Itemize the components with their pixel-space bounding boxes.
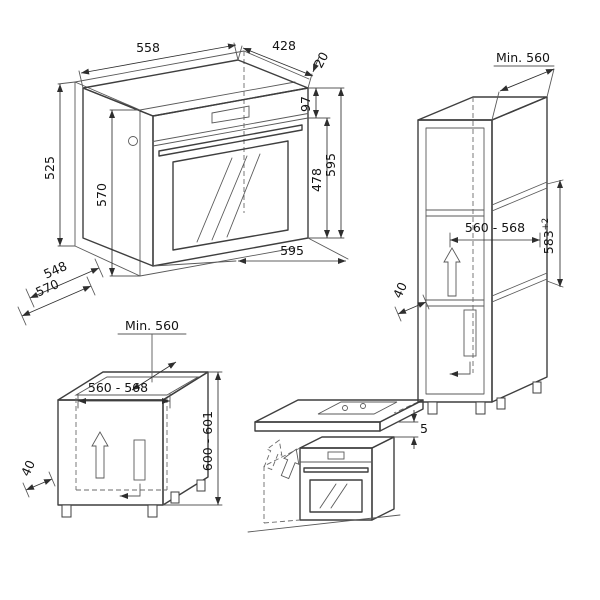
tall-cabinet-view: Min. 560 560 - 568 583+2 40 bbox=[390, 50, 564, 415]
worktop-clearance-view: 5 bbox=[247, 399, 428, 533]
airflow-bent-arrow bbox=[119, 483, 141, 499]
oven-top-face bbox=[82, 59, 309, 117]
base-cabinet-view: Min. 560 560 - 568 600 - 601 40 bbox=[18, 318, 223, 518]
cabinet-wireframe bbox=[74, 50, 310, 277]
glass-shine-lines bbox=[196, 153, 261, 243]
oven-top-face bbox=[299, 436, 395, 449]
cabinet-foot bbox=[532, 381, 542, 394]
dim-tall-40-line bbox=[397, 301, 427, 315]
dim-niche-height: 570 bbox=[94, 183, 109, 207]
top-cutout bbox=[74, 376, 200, 396]
dim-oven-width: 595 bbox=[280, 243, 304, 258]
dim-tall-plinth-offset: 40 bbox=[390, 280, 410, 301]
ext-428 bbox=[237, 45, 313, 89]
dim-base-min-depth: Min. 560 bbox=[125, 318, 179, 333]
airflow-up-arrow bbox=[91, 431, 109, 479]
dim-570b-line bbox=[21, 285, 92, 317]
display-window bbox=[327, 451, 345, 460]
dim-oven-top-depth: 428 bbox=[272, 38, 296, 53]
airflow-up-arrow bbox=[443, 247, 461, 297]
dim-min560-line bbox=[499, 68, 555, 92]
door-handle bbox=[158, 124, 303, 157]
cabinet-foot bbox=[475, 401, 486, 415]
oven-side-face bbox=[371, 436, 395, 521]
cabinet-foot bbox=[196, 479, 206, 492]
dim-base-depth-line bbox=[131, 361, 177, 391]
control-panel-line bbox=[152, 113, 309, 147]
ext-gap5 bbox=[393, 421, 419, 438]
cabinet-foot bbox=[170, 491, 180, 504]
dim-worktop-gap: 5 bbox=[420, 421, 428, 436]
dim-panel-height: 97 bbox=[298, 96, 313, 112]
ext-525 bbox=[57, 81, 76, 247]
dim-total-height: 595 bbox=[323, 153, 338, 177]
cabinet-foot bbox=[427, 401, 438, 415]
oven-left-face bbox=[82, 87, 154, 267]
worktop-end bbox=[379, 399, 424, 432]
shelf-side-edges bbox=[491, 181, 548, 303]
hidden-cabinet-edges bbox=[263, 447, 301, 524]
base-cabinet-front bbox=[57, 399, 164, 506]
ext-570s bbox=[109, 109, 141, 277]
airflow-up-arrow bbox=[280, 448, 300, 480]
dim-tall-niche-height: 583+2 bbox=[541, 218, 556, 254]
airflow-up-arrow bbox=[263, 439, 283, 471]
tall-cabinet-hidden-edges bbox=[393, 97, 474, 414]
dim-oven-top-width: 558 bbox=[136, 40, 160, 55]
dim-428-line bbox=[242, 47, 314, 77]
dim-20-leader bbox=[312, 56, 320, 73]
display-window bbox=[211, 105, 250, 124]
door-glass bbox=[172, 140, 289, 251]
ext-min560 bbox=[491, 68, 555, 121]
dim-base-niche-width: 560 - 568 bbox=[88, 380, 148, 395]
worktop-front bbox=[254, 421, 381, 432]
hob-burner bbox=[342, 405, 348, 411]
cabinet-foot bbox=[496, 397, 506, 410]
vent-duct bbox=[133, 439, 146, 481]
tall-cabinet-top bbox=[417, 96, 548, 121]
dim-base-plinth-offset: 40 bbox=[18, 458, 38, 479]
tall-cabinet-frame bbox=[425, 127, 485, 395]
vent-duct bbox=[463, 309, 477, 357]
outlet-circle bbox=[128, 136, 138, 146]
floor-line bbox=[247, 514, 401, 533]
dim-558-line bbox=[80, 43, 237, 75]
door-handle bbox=[303, 467, 369, 473]
tall-cabinet-front bbox=[417, 119, 493, 403]
dim-side-height: 525 bbox=[42, 156, 57, 180]
base-cabinet-side bbox=[162, 371, 209, 506]
shelf-front-edges bbox=[425, 209, 485, 307]
ext-595w bbox=[152, 237, 349, 267]
glass-shine-lines bbox=[319, 483, 348, 509]
hob-outline bbox=[317, 401, 398, 415]
airflow-bent-arrow bbox=[449, 361, 471, 377]
dim-door-height: 478 bbox=[309, 168, 324, 192]
dim-depth-outer: 570 bbox=[33, 276, 61, 299]
dim-base-niche-height: 600 - 601 bbox=[200, 411, 215, 471]
tall-cabinet-side bbox=[491, 96, 548, 403]
base-cabinet-hidden-edges bbox=[75, 398, 168, 491]
dim-front-overhang: 20 bbox=[311, 49, 332, 70]
dim-base-40-line bbox=[25, 478, 53, 491]
hob-burner bbox=[360, 403, 366, 409]
door-glass bbox=[309, 479, 363, 513]
dim-tall-niche-width: 560 - 568 bbox=[465, 220, 525, 235]
oven-dimensions-view: 558 428 20 97 478 595 595 525 570 548 57… bbox=[17, 38, 349, 326]
cabinet-foot bbox=[147, 504, 158, 518]
cabinet-foot bbox=[61, 504, 72, 518]
dim-tall-min-depth: Min. 560 bbox=[496, 50, 550, 65]
